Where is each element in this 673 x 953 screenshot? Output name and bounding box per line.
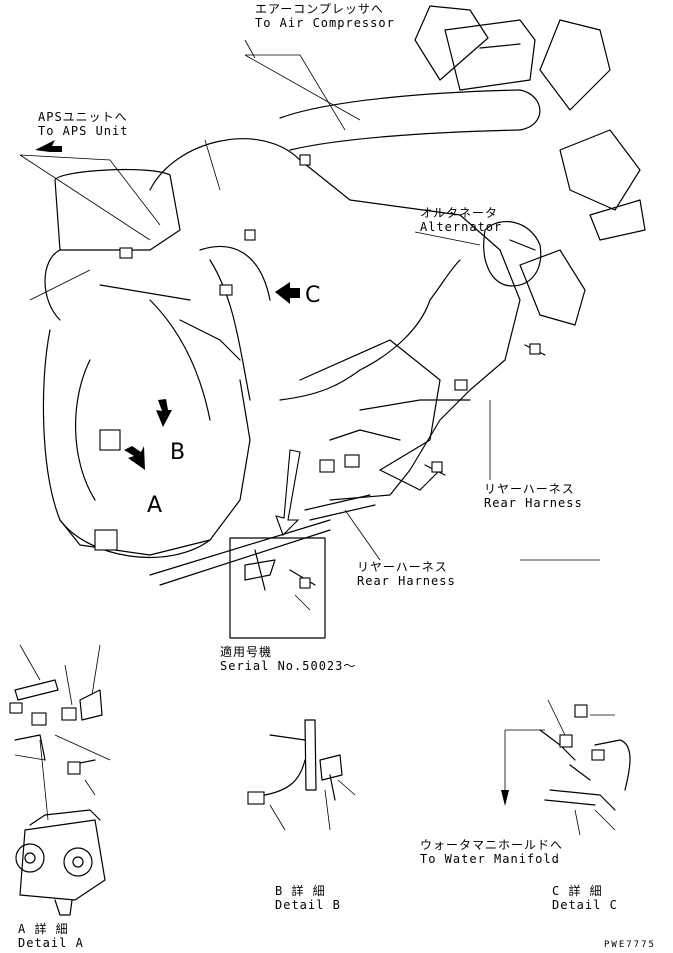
detail-a-label-en: Detail A bbox=[18, 936, 84, 950]
detail-c-label-en: Detail C bbox=[552, 898, 618, 912]
callout-c-arrow-icon bbox=[275, 282, 300, 304]
water-manifold-label-jp: ウォータマニホールドへ bbox=[420, 838, 564, 852]
detail-b-label-en: Detail B bbox=[275, 898, 341, 912]
callout-c: C bbox=[305, 283, 321, 308]
alternator-label: オルタネータ Alternator bbox=[420, 206, 502, 234]
rear-harness-label-1-en: Rear Harness bbox=[484, 496, 583, 510]
air-compressor-label: エアーコンプレッサへ To Air Compressor bbox=[255, 2, 395, 30]
callout-b-arrow-icon bbox=[156, 399, 172, 427]
drawing-code: PWE7775 bbox=[604, 940, 656, 950]
detail-b-label-jp: B 詳 細 bbox=[275, 884, 326, 898]
water-manifold-arrow-icon bbox=[501, 790, 509, 806]
serial-label-en: Serial No.50023～ bbox=[220, 659, 357, 673]
water-manifold-label-en: To Water Manifold bbox=[420, 852, 560, 866]
engine-assembly bbox=[42, 5, 646, 586]
aps-unit-label: APSユニットへ To APS Unit bbox=[38, 110, 128, 138]
serial-label: 適用号機 Serial No.50023～ bbox=[220, 645, 356, 673]
callout-a-arrow-icon bbox=[124, 446, 145, 470]
detail-down-arrow-icon bbox=[275, 449, 301, 536]
detail-a-label-jp: A 詳 細 bbox=[18, 922, 69, 936]
air-compressor-label-en: To Air Compressor bbox=[255, 16, 395, 30]
rear-harness-label-2-jp: リヤーハーネス bbox=[357, 560, 448, 574]
rear-harness-label-2-en: Rear Harness bbox=[357, 574, 456, 588]
rear-harness-label-1: リヤーハーネス Rear Harness bbox=[484, 482, 583, 510]
detail-a-drawing bbox=[9, 644, 111, 916]
leader-lines bbox=[19, 54, 600, 561]
serial-label-jp: 適用号機 bbox=[220, 645, 273, 659]
water-manifold-label: ウォータマニホールドへ To Water Manifold bbox=[420, 838, 563, 866]
detail-c-label: C 詳 細 Detail C bbox=[552, 884, 618, 912]
rear-harness-label-2: リヤーハーネス Rear Harness bbox=[357, 560, 456, 588]
rear-harness-label-1-jp: リヤーハーネス bbox=[484, 482, 575, 496]
detail-b-label: B 詳 細 Detail B bbox=[275, 884, 341, 912]
callout-a: A bbox=[147, 493, 163, 518]
detail-c-drawing bbox=[501, 699, 631, 836]
air-compressor-label-jp: エアーコンプレッサへ bbox=[255, 2, 384, 16]
callout-b: B bbox=[170, 440, 186, 465]
detail-b-drawing bbox=[247, 719, 356, 831]
aps-unit-label-jp: APSユニットへ bbox=[38, 110, 128, 124]
detail-c-label-jp: C 詳 細 bbox=[552, 884, 603, 898]
alternator-label-en: Alternator bbox=[420, 220, 503, 234]
aps-unit-label-en: To APS Unit bbox=[38, 124, 129, 138]
detail-a-label: A 詳 細 Detail A bbox=[18, 922, 84, 950]
serial-inset bbox=[229, 537, 326, 639]
aps-arrow-icon bbox=[35, 140, 62, 152]
alternator-label-jp: オルタネータ bbox=[420, 206, 499, 220]
